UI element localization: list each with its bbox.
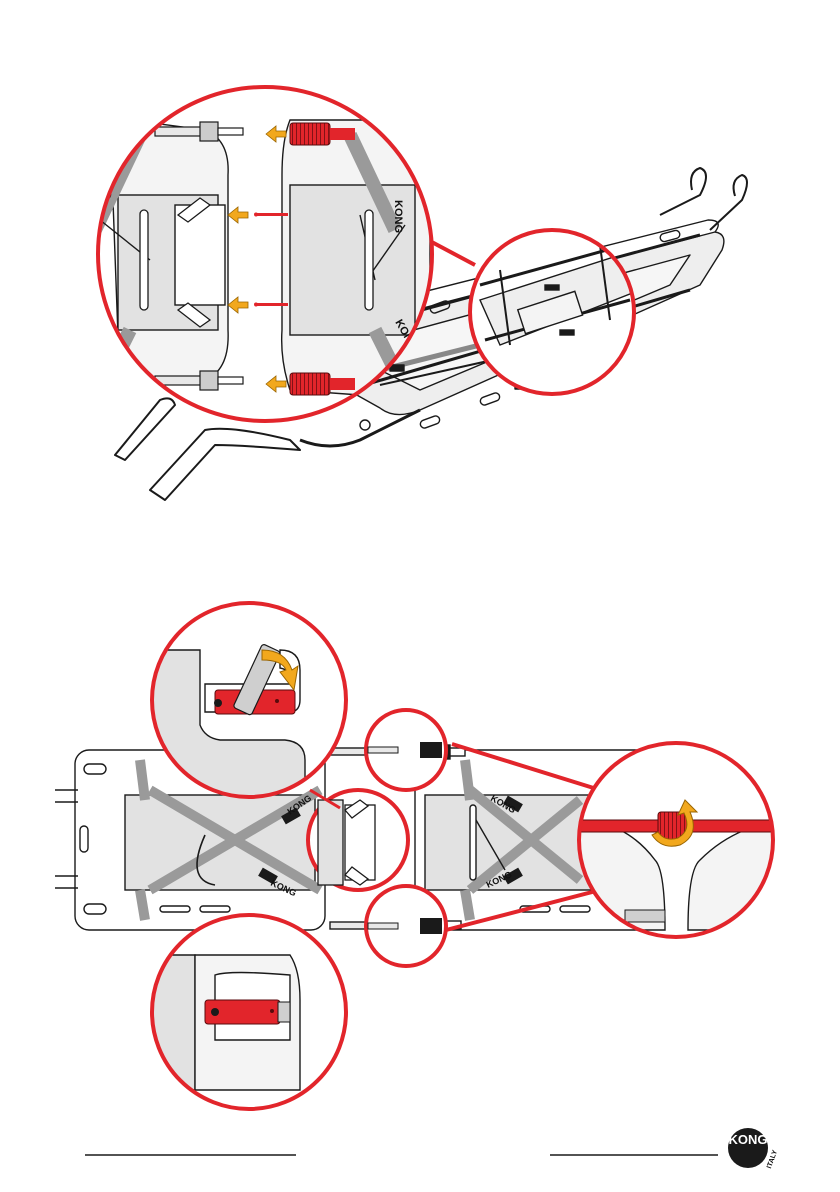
hand-slot — [479, 392, 501, 406]
handle — [115, 398, 175, 460]
zoom-callout-pin-top — [366, 710, 446, 790]
zoom-callout-lever-closed — [150, 912, 350, 1112]
strap-label: KONG — [392, 200, 404, 233]
locking-pin-icon — [290, 123, 330, 145]
handle — [660, 168, 706, 215]
zoom-callout-center-joint — [308, 790, 408, 890]
logo-sub: ITALY — [766, 1149, 779, 1170]
strap-buckle — [390, 365, 404, 371]
handle — [150, 429, 300, 500]
pin — [256, 213, 288, 216]
frame-tube — [300, 410, 420, 446]
zoom-callout-screw-rotate — [579, 743, 779, 937]
zoom-callout-pin-insertion: KONG KONG KONG — [88, 85, 435, 425]
kong-logo-icon: KONG ITALY — [728, 1128, 779, 1170]
callout-connector — [428, 240, 475, 265]
bolt — [360, 420, 370, 430]
hand-slot — [419, 415, 441, 429]
zoom-callout-frame-joint — [470, 225, 640, 400]
locking-pin-icon — [290, 373, 330, 395]
logo-text: KONG — [729, 1132, 768, 1147]
pin — [256, 303, 288, 306]
zoom-callout-pin-bottom — [366, 886, 446, 966]
